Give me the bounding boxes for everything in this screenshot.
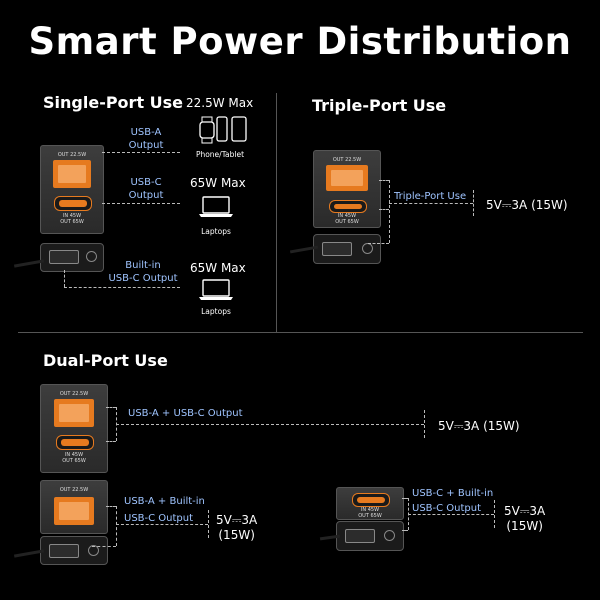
usb-c-port xyxy=(352,493,390,507)
device-label-2: Laptops xyxy=(201,227,231,236)
watt-max-3: 65W Max xyxy=(190,261,246,275)
charger-body: OUT 22.5W IN 45W OUT 65W xyxy=(40,384,108,473)
horizontal-divider xyxy=(18,332,583,333)
connector-line xyxy=(402,530,408,531)
builtin-cable xyxy=(313,234,381,264)
cable-button xyxy=(86,251,97,262)
out-c-text: OUT 65W xyxy=(62,458,86,464)
laptop-icon xyxy=(199,279,233,300)
out-a-text: OUT 22.5W xyxy=(59,391,89,397)
connector-line xyxy=(64,287,180,288)
vertical-divider xyxy=(276,93,277,333)
connector-line xyxy=(102,152,180,153)
connector-line xyxy=(368,243,389,244)
bracket-line xyxy=(494,500,495,528)
in-c-text: IN 45W xyxy=(64,452,84,458)
cable-plug xyxy=(49,250,79,264)
bracket-line xyxy=(473,190,474,216)
connector-line xyxy=(64,270,65,287)
usb-a-port xyxy=(326,165,368,191)
dual-row3-label: USB-C + Built-in USB-C Output xyxy=(412,488,494,514)
connector-line xyxy=(106,441,116,442)
connector-line xyxy=(389,203,473,204)
out-a-text: OUT 22.5W xyxy=(332,157,362,163)
builtin-cable xyxy=(40,243,104,272)
device-label-3: Laptops xyxy=(201,307,231,316)
cable-plug xyxy=(345,529,375,543)
usb-a-port xyxy=(54,497,94,525)
builtin-cable xyxy=(336,521,404,551)
bracket-line xyxy=(424,410,425,438)
dual-row2-value: 5V⎓3A (15W) xyxy=(216,513,258,542)
in-c-text: IN 45W xyxy=(360,507,380,513)
usb-a-port xyxy=(54,399,94,427)
dual-port-heading: Dual-Port Use xyxy=(43,351,168,370)
laptop-icon xyxy=(199,196,233,217)
cable-plug xyxy=(322,242,352,256)
out-c-text: OUT 65W xyxy=(358,513,382,519)
builtin-cable xyxy=(40,536,108,565)
triple-value: 5V⎓3A (15W) xyxy=(486,198,568,212)
connector-line xyxy=(402,498,408,499)
bracket-line xyxy=(208,510,209,538)
in-c-text: IN 45W xyxy=(337,213,357,219)
triple-port-label: Triple-Port Use xyxy=(394,191,467,202)
cable-button xyxy=(362,243,373,254)
usba-output-label: USB-A Output xyxy=(128,127,164,151)
out-a-text: OUT 22.5W xyxy=(59,487,89,493)
out-a-text: OUT 22.5W xyxy=(57,152,87,158)
cable-button xyxy=(88,545,99,556)
cable-plug xyxy=(49,544,79,558)
out-c-text: OUT 65W xyxy=(60,219,84,225)
connector-line xyxy=(102,203,180,204)
charger-body: OUT 22.5W xyxy=(40,480,108,534)
watt-max-1: 22.5W Max xyxy=(186,96,254,110)
connector-line xyxy=(116,524,208,525)
dual-row1-value: 5V⎓3A (15W) xyxy=(438,419,520,433)
tablet-icon xyxy=(231,116,247,142)
smartwatch-icon xyxy=(199,116,215,144)
usb-a-port xyxy=(53,160,91,188)
usb-c-port xyxy=(56,435,94,450)
watt-max-2: 65W Max xyxy=(190,176,246,190)
page-title: Smart Power Distribution xyxy=(28,20,572,63)
connector-line xyxy=(116,506,117,546)
connector-line xyxy=(106,407,116,408)
charger-body: IN 45W OUT 65W xyxy=(336,487,404,520)
usb-c-port xyxy=(329,200,367,213)
connector-line xyxy=(92,546,116,547)
charger-body: OUT 22.5W IN 45W OUT 65W xyxy=(313,150,381,228)
connector-line xyxy=(106,506,116,507)
dual-row3-value: 5V⎓3A (15W) xyxy=(504,504,546,533)
in-c-text: IN 45W xyxy=(62,213,82,219)
triple-port-heading: Triple-Port Use xyxy=(312,96,447,115)
connector-line xyxy=(379,209,389,210)
device-label-1: Phone/Tablet xyxy=(195,150,245,159)
dual-row2-label: USB-A + Built-in USB-C Output xyxy=(124,496,205,524)
out-c-text: OUT 65W xyxy=(335,219,359,225)
charger-body: OUT 22.5W IN 45W OUT 65W xyxy=(40,145,104,234)
cable-button xyxy=(384,530,395,541)
single-port-heading: Single-Port Use xyxy=(43,93,184,112)
connector-line xyxy=(389,180,390,243)
phone-icon xyxy=(216,116,228,142)
builtin-output-label: Built-in USB-C Output xyxy=(108,260,178,284)
usb-c-port xyxy=(54,196,92,211)
dual-row1-label: USB-A + USB-C Output xyxy=(128,408,243,419)
usbc-output-label: USB-C Output xyxy=(128,177,164,201)
connector-line xyxy=(116,424,424,425)
connector-line xyxy=(408,514,494,515)
connector-line xyxy=(379,180,389,181)
